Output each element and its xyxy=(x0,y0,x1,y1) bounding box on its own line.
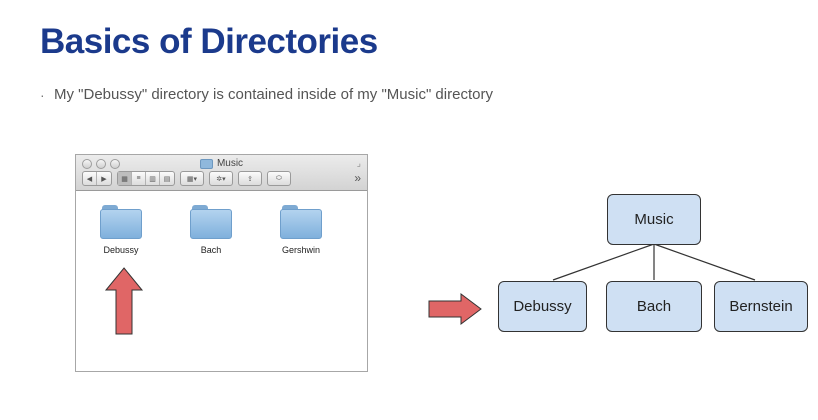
tag-icon: ⬭ xyxy=(276,174,282,182)
finder-titlebar: Music ⌟ ◀ ▶ ▦ ≡ ▥ ▤ ▦▾ ✲▾ ⇪ ⬭ xyxy=(76,155,367,191)
tree-node-child: Debussy xyxy=(498,281,587,332)
connector-line xyxy=(552,243,655,281)
share-button[interactable]: ⇪ xyxy=(238,171,262,186)
window-title: Music xyxy=(76,158,367,169)
coverflow-view-button[interactable]: ▤ xyxy=(163,175,171,183)
folder-icon xyxy=(100,205,142,239)
connector-line xyxy=(653,243,756,281)
window-controls xyxy=(82,159,120,169)
arrange-icon: ▦▾ xyxy=(186,175,198,183)
finder-toolbar: ◀ ▶ ▦ ≡ ▥ ▤ ▦▾ ✲▾ ⇪ ⬭ xyxy=(82,171,291,186)
close-window-button[interactable] xyxy=(82,159,92,169)
tree-node-root: Music xyxy=(607,194,701,245)
tree-connectors xyxy=(552,243,756,281)
folder-icon xyxy=(190,205,232,239)
window-title-text: Music xyxy=(216,158,244,169)
nav-buttons: ◀ ▶ xyxy=(82,171,112,186)
view-buttons: ▦ ≡ ▥ ▤ xyxy=(117,171,175,186)
action-button[interactable]: ✲▾ xyxy=(209,171,233,186)
share-icon: ⇪ xyxy=(247,175,253,183)
right-arrow-icon xyxy=(428,293,482,325)
zoom-window-button[interactable] xyxy=(110,159,120,169)
folder-item-bach[interactable]: Bach xyxy=(176,205,246,255)
bullet-marker: · xyxy=(40,86,45,103)
slide-title: Basics of Directories xyxy=(40,22,378,61)
back-button[interactable]: ◀ xyxy=(83,172,97,185)
label-button[interactable]: ⬭ xyxy=(267,171,291,186)
minimize-window-button[interactable] xyxy=(96,159,106,169)
tree-node-child: Bach xyxy=(606,281,702,332)
folder-label: Bach xyxy=(200,245,222,255)
folder-label: Debussy xyxy=(103,245,139,255)
list-view-button[interactable]: ≡ xyxy=(132,172,146,185)
toolbar-toggle-icon[interactable]: ⌟ xyxy=(356,158,361,168)
tree-node-child: Bernstein xyxy=(714,281,808,332)
bullet-text: My "Debussy" directory is contained insi… xyxy=(54,86,493,103)
gear-icon: ✲▾ xyxy=(216,175,226,183)
chevron-more-icon[interactable]: » xyxy=(354,171,361,185)
bullet-point: · My "Debussy" directory is contained in… xyxy=(40,86,493,103)
finder-window: Music ⌟ ◀ ▶ ▦ ≡ ▥ ▤ ▦▾ ✲▾ ⇪ ⬭ xyxy=(75,154,368,372)
folder-item-debussy[interactable]: Debussy xyxy=(86,205,156,255)
arrange-button[interactable]: ▦▾ xyxy=(180,171,204,186)
column-view-button[interactable]: ▥ xyxy=(146,172,160,185)
icon-view-button[interactable]: ▦ xyxy=(118,172,132,185)
folder-icon xyxy=(280,205,322,239)
folder-item-gershwin[interactable]: Gershwin xyxy=(266,205,336,255)
folder-icon xyxy=(199,158,213,169)
up-arrow-icon xyxy=(104,267,144,335)
finder-content: Debussy Bach Gershwin xyxy=(76,191,367,371)
folder-label: Gershwin xyxy=(281,245,320,255)
forward-button[interactable]: ▶ xyxy=(101,175,107,183)
